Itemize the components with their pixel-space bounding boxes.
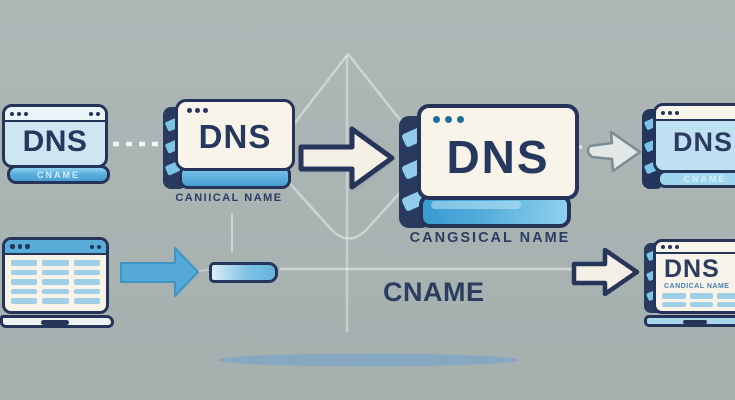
table-row-bar (662, 301, 686, 307)
window-dot-icon (675, 245, 679, 249)
table-row-bar (689, 293, 714, 299)
record-table (5, 255, 106, 309)
ground-shadow (218, 353, 518, 367)
table-row-bar (11, 298, 38, 304)
table-row-bar (11, 269, 38, 275)
cname-badge-topleft: CNAME (7, 165, 110, 184)
window-dot-icon (10, 111, 14, 116)
trackpad (41, 319, 69, 325)
table-row-bar (11, 260, 38, 266)
dns-card-center: DNS (399, 104, 579, 232)
window-dot-icon (24, 111, 28, 116)
dns-title: DNS (664, 255, 720, 283)
table-row-bar (73, 269, 100, 275)
record-table (656, 290, 735, 310)
flow-arrow-main-icon (298, 126, 395, 190)
window-dot-icon (661, 110, 665, 115)
gloss-highlight (431, 201, 521, 209)
window-dot-icon (668, 110, 672, 115)
card-face: DNS (653, 103, 735, 173)
window-dot-icon (10, 244, 15, 249)
cname-label: CNAME (383, 277, 485, 307)
table-row-bar (42, 288, 69, 294)
flow-arrow-bottom-right-icon (571, 247, 640, 297)
flow-arrow-curved-icon (586, 130, 642, 173)
flow-arrow-blue-icon (120, 247, 199, 297)
window-dot-icon (90, 244, 94, 249)
table-row-bar (662, 293, 686, 299)
window-dot-icon (187, 108, 192, 113)
window-dot-icon (195, 108, 200, 113)
table-row-bar (717, 293, 735, 299)
canonical-name-caption-center: CANGSICAL NAME (409, 230, 571, 246)
laptop-base (0, 315, 114, 328)
table-row-bar (73, 298, 100, 304)
window-dot-icon (445, 116, 452, 123)
card-face: DNS (417, 104, 579, 200)
table-row-bar (73, 260, 100, 266)
window-dot-icon (96, 111, 100, 116)
dns-title: DNS (22, 125, 88, 158)
window-dot-icon (89, 111, 93, 116)
dns-card-left: DNS (163, 99, 295, 194)
window-dot-icon (668, 245, 672, 249)
dns-title: DNS (198, 118, 272, 155)
table-row-bar (11, 288, 38, 294)
cname-badge-label: CNAME (683, 174, 727, 184)
table-row-bar (73, 288, 100, 294)
dns-card-topright: CNAME DNS (642, 103, 735, 195)
horizontal-guide-line-short (197, 269, 210, 272)
laptop-base (644, 315, 735, 327)
window-dot-icon (433, 116, 440, 123)
window-dot-icon (661, 245, 665, 249)
table-row-bar (73, 279, 100, 285)
table-row-bar (11, 279, 38, 285)
card-face: DNS (175, 99, 295, 171)
table-row-bar (42, 298, 69, 304)
window-dot-icon (25, 244, 30, 249)
cname-badge-label: CNAME (37, 169, 80, 180)
window-dot-icon (97, 244, 101, 249)
window-dot-icon (17, 111, 21, 116)
window-dot-icon (203, 108, 208, 113)
dns-title: DNS (446, 131, 550, 183)
window-dot-icon (17, 244, 22, 249)
laptop-screen (2, 237, 109, 314)
dns-title: DNS (672, 127, 733, 157)
table-row-bar (689, 301, 714, 307)
laptop-right: DNS CANDICAL NAME (644, 239, 735, 331)
record-pill (209, 262, 278, 283)
trackpad (683, 319, 707, 324)
table-row-bar (42, 279, 69, 285)
window-dot-icon (675, 110, 679, 115)
laptop-screen: DNS CANDICAL NAME (653, 239, 735, 314)
canonical-name-caption-right: CANDICAL NAME (664, 283, 730, 290)
window-dot-icon (457, 116, 464, 123)
table-row-bar (717, 301, 735, 307)
table-row-bar (42, 260, 69, 266)
dns-card-topleft: DNS (2, 104, 108, 168)
table-row-bar (42, 269, 69, 275)
canonical-name-caption-left: CANIICAL NAME (175, 192, 283, 204)
laptop-left (0, 237, 118, 332)
